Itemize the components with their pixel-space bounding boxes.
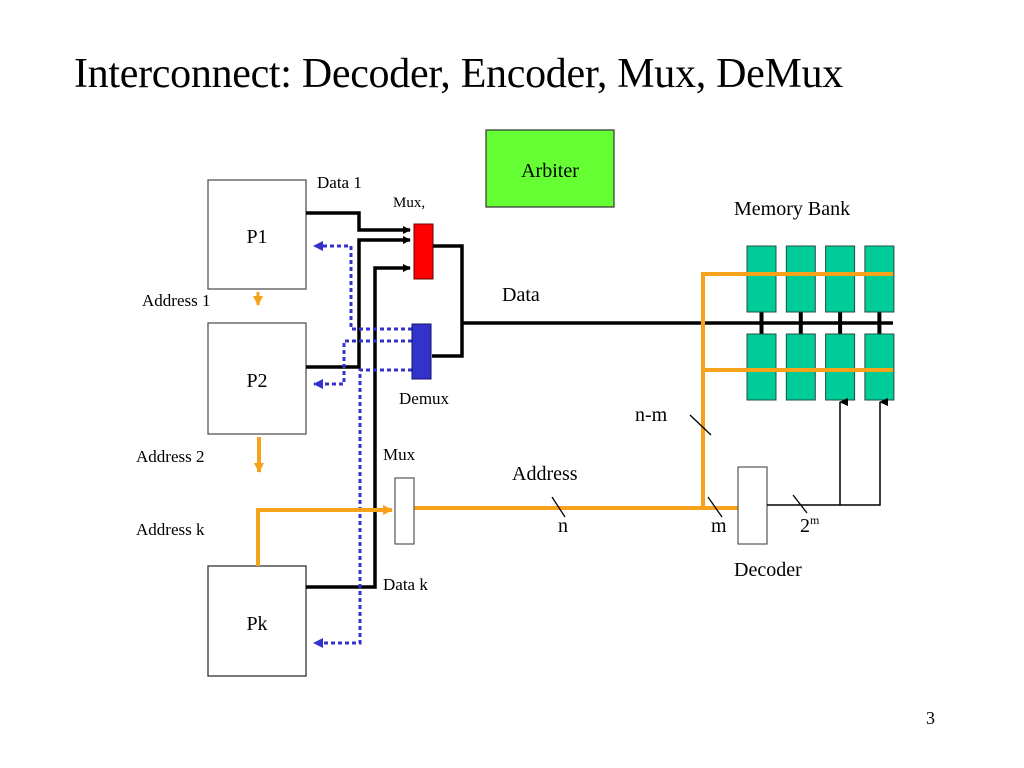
memory-cell	[746, 245, 777, 313]
memory-cell	[864, 245, 895, 313]
mux-top-label: Mux,	[393, 195, 425, 211]
bus-width-slashes	[551, 414, 808, 518]
memory-cell	[864, 333, 895, 401]
demux-label: Demux	[399, 389, 450, 408]
processor-label: Pk	[246, 613, 267, 635]
decoder-box	[737, 466, 768, 545]
decoder-outputs	[767, 398, 888, 506]
n-minus-m-label: n-m	[635, 404, 668, 426]
address-high-bits-line	[701, 272, 893, 508]
memory-cell	[785, 333, 816, 401]
memory-cell	[746, 333, 777, 401]
mux-demux-join	[432, 244, 893, 358]
demux-return-lines	[313, 241, 412, 648]
memory-cell	[785, 245, 816, 313]
processor-label: P1	[246, 226, 267, 248]
address-lines	[253, 272, 893, 566]
page-number: 3	[926, 708, 935, 728]
return-line-p1	[313, 241, 412, 331]
address1-label: Address 1	[142, 291, 210, 310]
addressk-line	[256, 505, 393, 566]
decoder-label: Decoder	[734, 559, 802, 581]
datak-label: Data k	[383, 575, 428, 594]
data-line-p2	[306, 236, 411, 369]
address-bus-label: Address	[512, 463, 578, 485]
processor-pk: Pk	[207, 565, 307, 677]
two-exponent: m	[810, 513, 820, 527]
memory-cell	[825, 245, 856, 313]
memory-cell	[825, 333, 856, 401]
data-line-pk	[306, 264, 411, 589]
return-line-p2	[313, 339, 412, 389]
data-demux	[411, 323, 432, 380]
data-lines	[306, 211, 411, 589]
data-line-p1	[306, 211, 411, 234]
arbiter-label: Arbiter	[521, 160, 579, 182]
arbiter-box: Arbiter	[485, 129, 615, 208]
address-mux-label: Mux	[383, 445, 416, 464]
memory-bank-label: Memory Bank	[734, 198, 850, 220]
processor-p1: P1	[207, 179, 307, 290]
slide-title: Interconnect: Decoder, Encoder, Mux, DeM…	[74, 51, 843, 97]
address-mux	[394, 477, 415, 545]
address2-label: Address 2	[136, 447, 204, 466]
n-label: n	[558, 515, 568, 537]
addressk-label: Address k	[136, 520, 205, 539]
two-base: 2	[800, 515, 810, 537]
data1-label: Data 1	[317, 173, 362, 192]
processor-label: P2	[246, 370, 267, 392]
data-bus-label: Data	[502, 284, 540, 306]
data-mux	[413, 223, 434, 280]
m-label: m	[711, 515, 727, 537]
two-power-m-label: 2m	[800, 513, 820, 537]
processor-p2: P2	[207, 322, 307, 435]
memory-bank	[746, 245, 895, 401]
